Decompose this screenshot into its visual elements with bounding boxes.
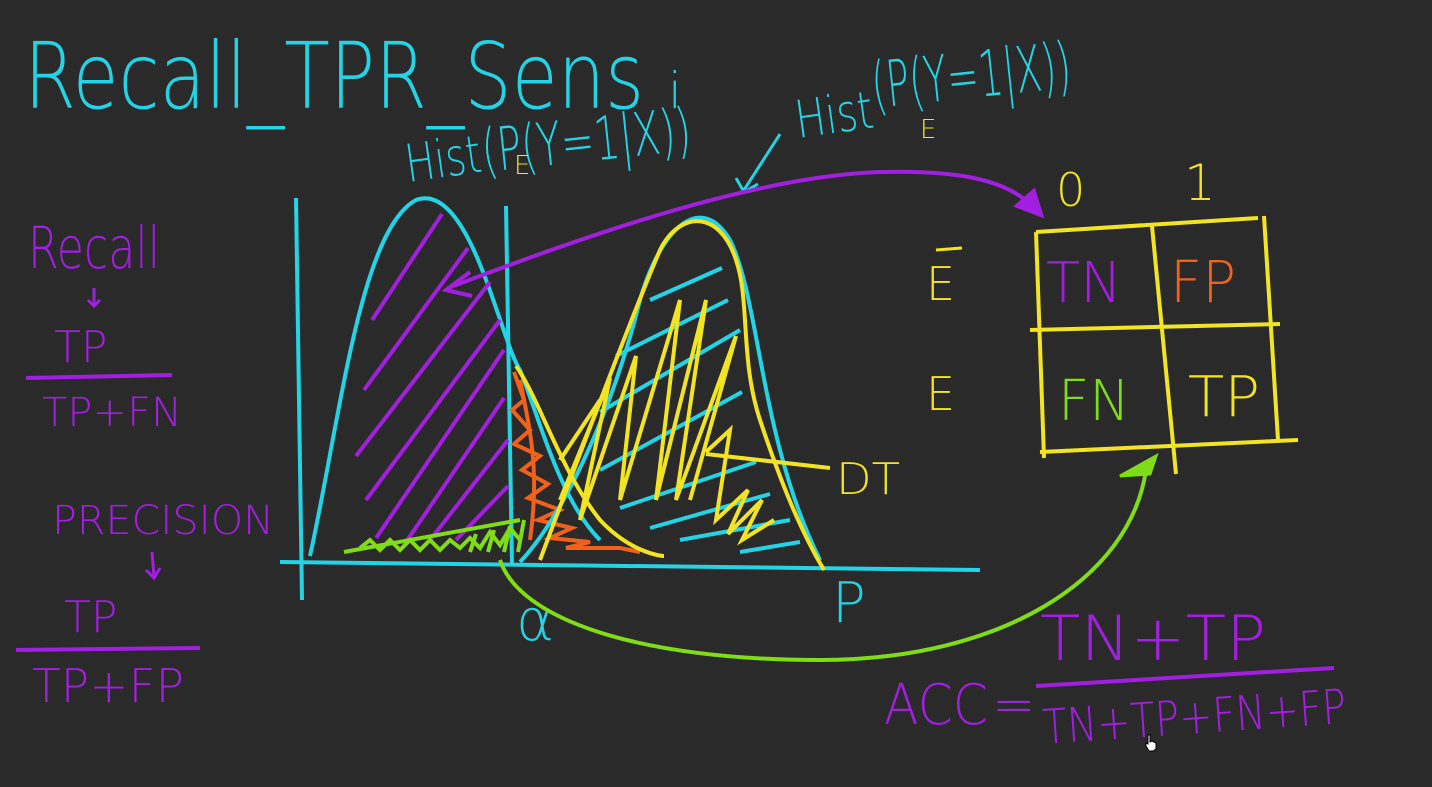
- cell-fp: FP: [1170, 248, 1236, 316]
- page-title: Recall_TPR_Sens: [24, 23, 644, 130]
- precision-denominator: TP+FP: [32, 659, 184, 713]
- precision-formula: PRECISION TP TP+FP: [15, 498, 274, 713]
- precision-numerator: TP: [64, 592, 117, 643]
- cell-tp: TP: [1188, 365, 1260, 430]
- recall-formula: Recall TP TP+FN: [25, 214, 182, 436]
- title-suffix: i: [668, 62, 682, 120]
- row-header-1: E: [926, 367, 955, 421]
- acc-equals: =: [992, 675, 1036, 735]
- acc-label: ACC: [884, 673, 988, 738]
- tp-hatch-yellow: [558, 299, 776, 546]
- precision-fraction-bar: [15, 646, 201, 652]
- tn-arrowhead-right: [1013, 187, 1045, 219]
- precision-label: PRECISION: [52, 498, 274, 544]
- row-header-0: E: [926, 257, 955, 311]
- tn-arrowhead-left: [441, 270, 473, 298]
- recall-denominator: TP+FN: [42, 390, 182, 436]
- precision-arrow: [144, 551, 162, 581]
- fn-hatch: [343, 518, 526, 554]
- x-axis-label: P: [832, 571, 866, 636]
- dt-pointer-line: [705, 452, 831, 470]
- cell-tn: TN: [1046, 251, 1122, 316]
- fn-arrowhead: [1119, 452, 1159, 478]
- x-axis: [279, 560, 981, 572]
- acc-numerator: TN+TP: [1040, 602, 1266, 675]
- confusion-matrix: 0 1 E E TN FP FN TP: [926, 154, 1299, 475]
- left-hist-subscript: E: [514, 151, 530, 181]
- col-header-0: 0: [1056, 163, 1085, 217]
- recall-arrow: [86, 288, 102, 309]
- y-axis: [294, 197, 304, 601]
- right-hist-subscript: E: [920, 115, 936, 145]
- fn-mapping-arrow: [498, 469, 1148, 663]
- fp-hatch: [509, 371, 641, 554]
- left-hist-prefix: Hist: [401, 125, 485, 195]
- tn-mapping-arrow: [447, 169, 1038, 290]
- right-hist-pointer: [734, 133, 782, 195]
- right-hist-label: Hist (P(Y=1|X)) E: [734, 29, 1075, 195]
- accuracy-formula: ACC = TN+TP TN+TP+FN+FP: [884, 602, 1348, 756]
- tn-hatch: [354, 212, 510, 544]
- recall-label: Recall: [28, 214, 160, 282]
- row-header-0-bar: [935, 246, 963, 252]
- dt-label: DT: [836, 454, 900, 505]
- hand-cursor-icon: [1145, 734, 1157, 752]
- threshold-label: α: [516, 586, 554, 654]
- acc-denominator: TN+TP+FN+FP: [1041, 679, 1348, 756]
- right-hist-prefix: Hist: [791, 81, 877, 151]
- threshold-line: [504, 205, 514, 567]
- recall-fraction-bar: [25, 373, 173, 380]
- matrix-grid: [1029, 215, 1299, 475]
- col-header-1: 1: [1184, 154, 1216, 212]
- right-hist-expression: (P(Y=1|X)): [868, 29, 1075, 124]
- negative-class-curve: [308, 196, 602, 557]
- cell-fn: FN: [1058, 369, 1130, 434]
- recall-numerator: TP: [54, 322, 107, 373]
- acc-fraction-bar: [1035, 666, 1335, 688]
